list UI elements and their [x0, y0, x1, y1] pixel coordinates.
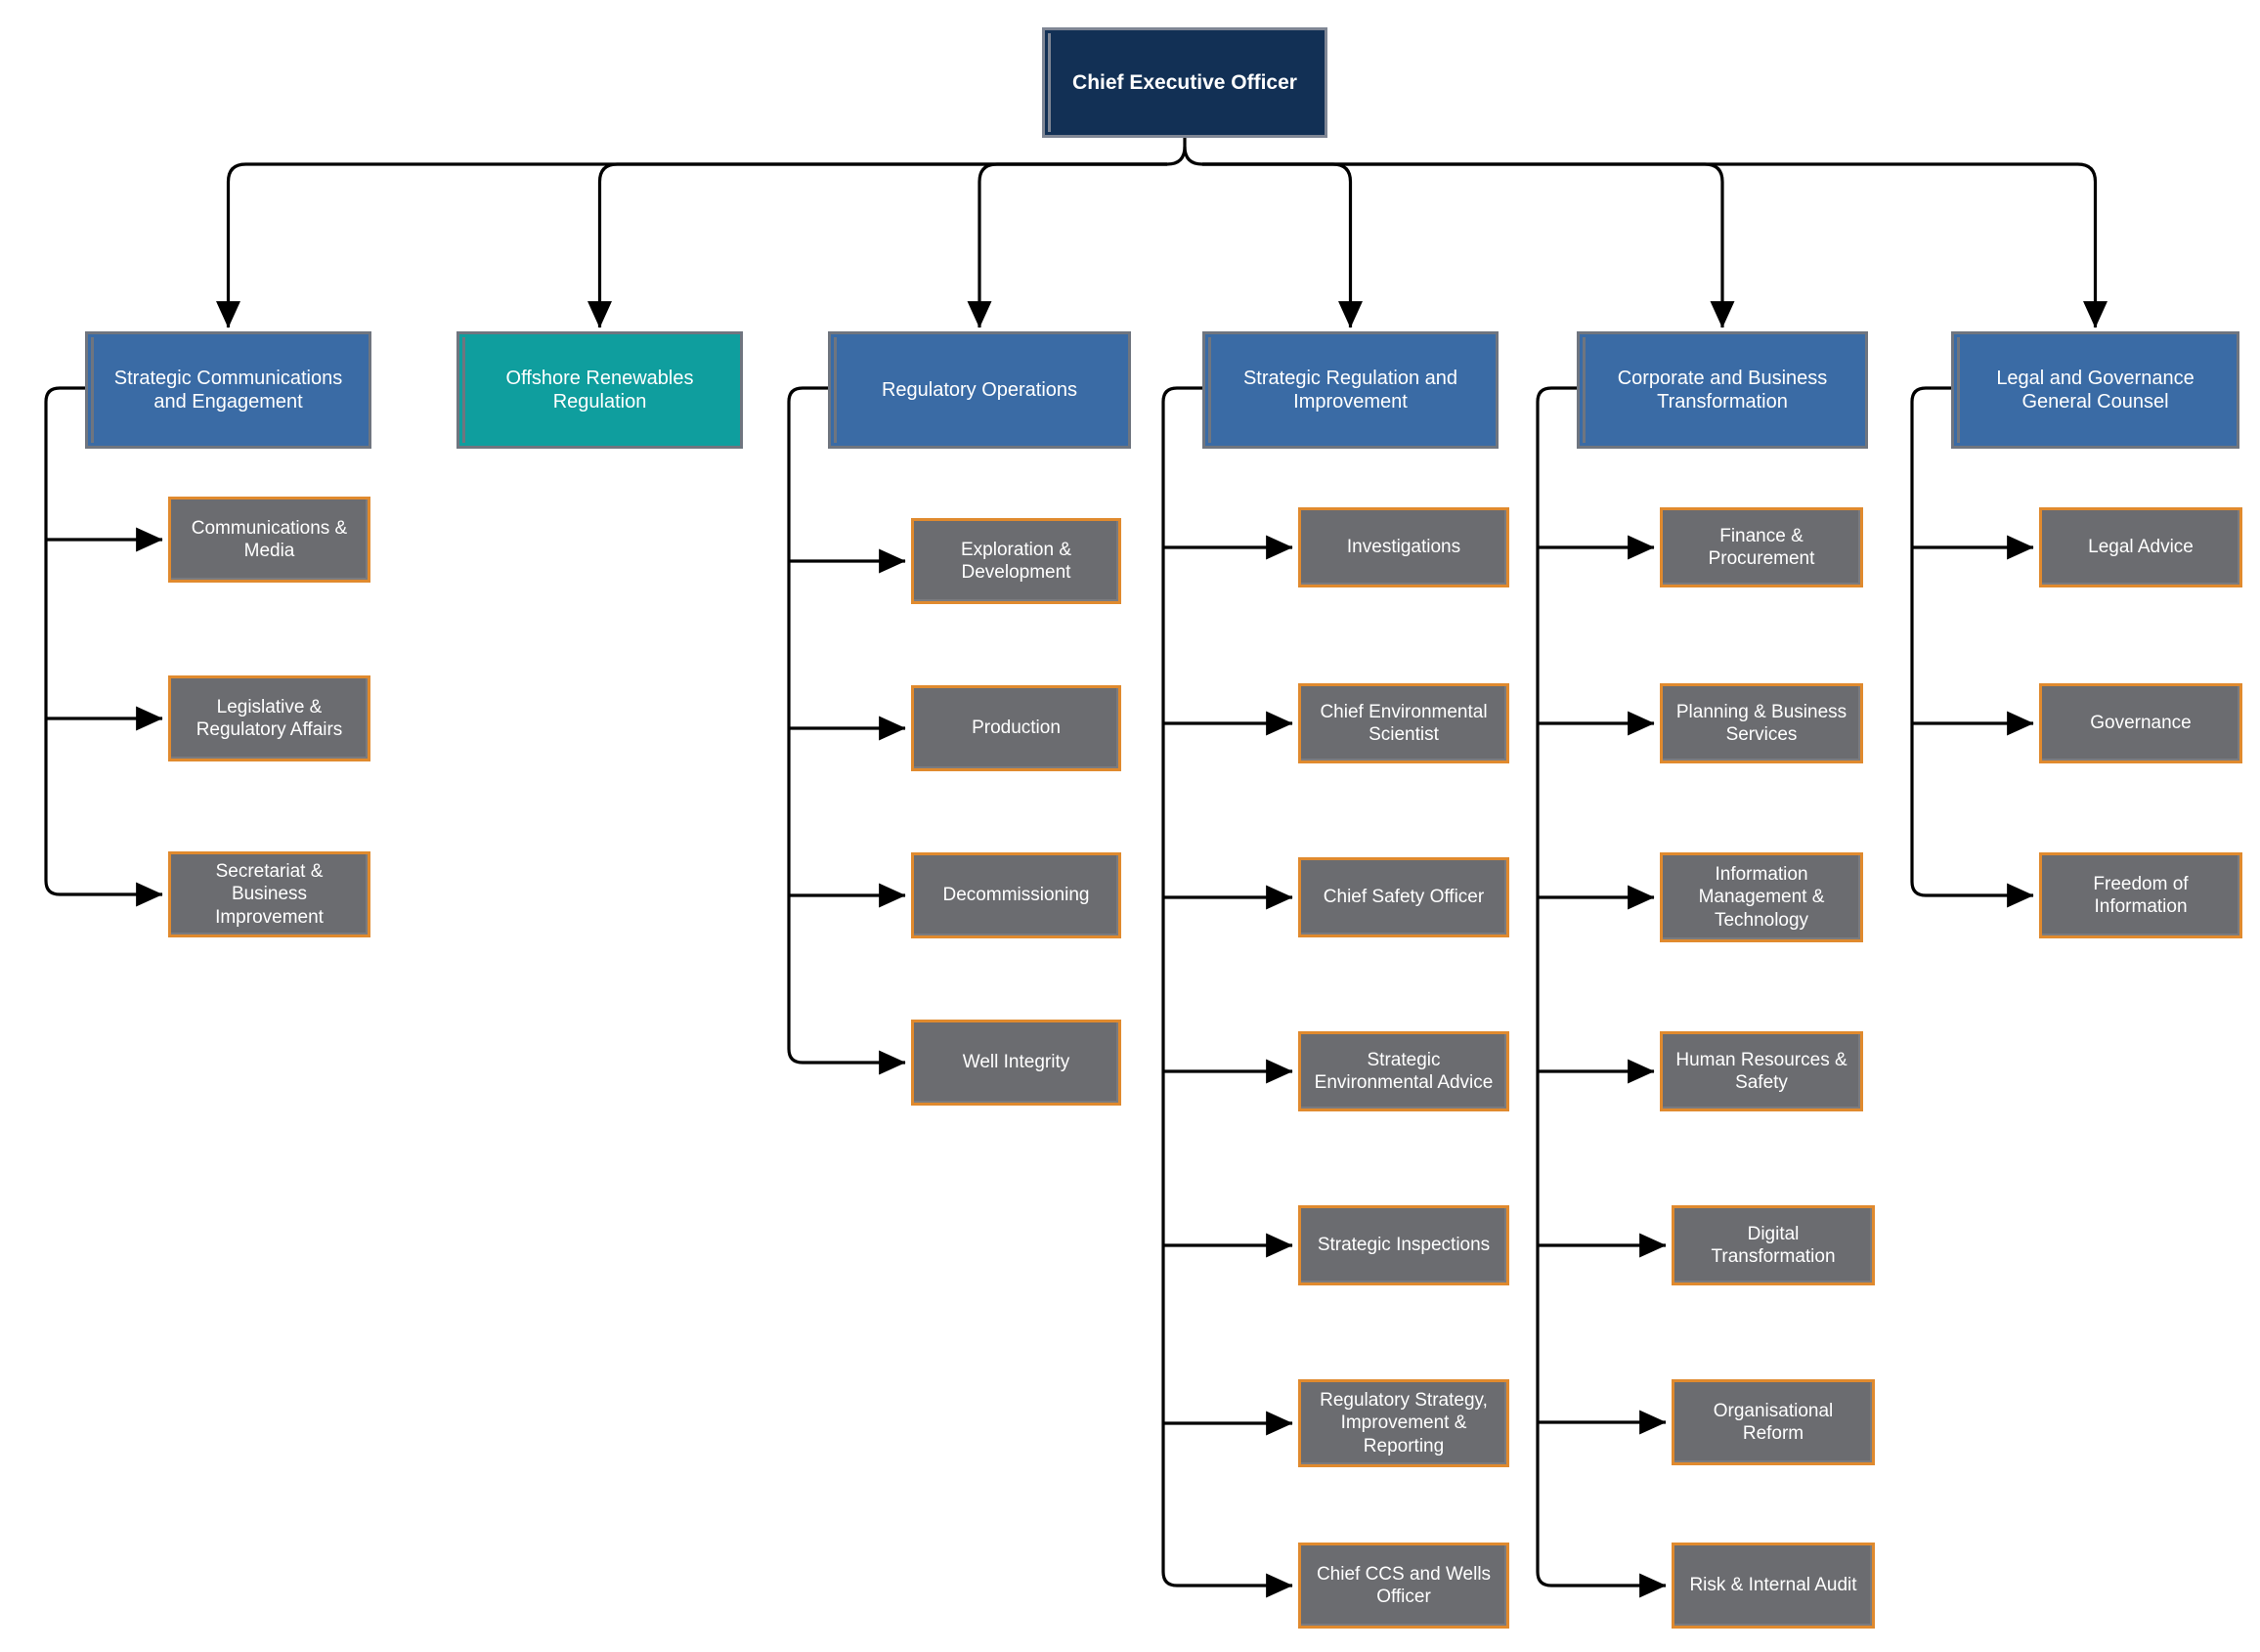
node-governance-label: Governance — [2090, 713, 2192, 734]
node-information-management-and-technology-label: Information Management & Technology — [1698, 864, 1825, 931]
node-chief-executive-officer-label: Chief Executive Officer — [1072, 70, 1297, 94]
node-risk-and-internal-audit[interactable]: Risk & Internal Audit — [1672, 1543, 1875, 1629]
node-chief-ccs-and-wells-officer-label: Chief CCS and Wells Officer — [1316, 1563, 1492, 1607]
node-legislative-and-regulatory-affairs[interactable]: Legislative & Regulatory Affairs — [168, 675, 370, 761]
node-offshore-renewables-regulation-label: Offshore Renewables Regulation — [505, 367, 694, 413]
node-decommissioning[interactable]: Decommissioning — [911, 852, 1121, 938]
node-legal-advice[interactable]: Legal Advice — [2039, 507, 2242, 587]
connector-line — [1161, 386, 1202, 1587]
node-organisational-reform-label: Organisational Reform — [1713, 1400, 1834, 1444]
node-strategic-communications-and-engagement-label: Strategic Communications and Engagement — [113, 367, 343, 413]
node-corporate-and-business-transformation[interactable]: Corporate and Business Transformation — [1577, 331, 1868, 449]
node-corporate-and-business-transformation-label: Corporate and Business Transformation — [1617, 367, 1828, 413]
node-legal-advice-label: Legal Advice — [2088, 537, 2194, 558]
node-risk-and-internal-audit-label: Risk & Internal Audit — [1689, 1575, 1857, 1596]
left-accent-stripe — [834, 337, 845, 443]
node-chief-environmental-scientist[interactable]: Chief Environmental Scientist — [1298, 683, 1509, 763]
node-communications-and-media[interactable]: Communications & Media — [168, 497, 370, 583]
node-governance[interactable]: Governance — [2039, 683, 2242, 763]
node-exploration-and-development[interactable]: Exploration & Development — [911, 518, 1121, 604]
connector-line — [1910, 386, 1951, 897]
node-digital-transformation[interactable]: Digital Transformation — [1672, 1205, 1875, 1285]
connector-line — [1202, 162, 1735, 328]
node-offshore-renewables-regulation[interactable]: Offshore Renewables Regulation — [456, 331, 743, 449]
node-strategic-environmental-advice-label: Strategic Environmental Advice — [1314, 1049, 1494, 1093]
node-chief-environmental-scientist-label: Chief Environmental Scientist — [1320, 701, 1488, 745]
connector-line — [1183, 146, 1203, 166]
node-digital-transformation-label: Digital Transformation — [1711, 1223, 1836, 1267]
node-chief-executive-officer[interactable]: Chief Executive Officer — [1042, 27, 1327, 138]
node-information-management-and-technology[interactable]: Information Management & Technology — [1660, 852, 1863, 942]
node-strategic-environmental-advice[interactable]: Strategic Environmental Advice — [1298, 1031, 1509, 1111]
node-exploration-and-development-label: Exploration & Development — [960, 539, 1071, 583]
node-regulatory-operations[interactable]: Regulatory Operations — [828, 331, 1131, 449]
node-strategic-inspections[interactable]: Strategic Inspections — [1298, 1205, 1509, 1285]
node-finance-and-procurement[interactable]: Finance & Procurement — [1660, 507, 1863, 587]
left-accent-stripe — [1208, 337, 1219, 443]
left-accent-stripe — [462, 337, 473, 443]
connector-line — [1536, 386, 1577, 1587]
node-planning-and-business-services[interactable]: Planning & Business Services — [1660, 683, 1863, 763]
node-investigations-label: Investigations — [1346, 537, 1461, 558]
node-regulatory-strategy-improvement-and-reporting-label: Regulatory Strategy, Improvement & Repor… — [1320, 1390, 1488, 1456]
left-accent-stripe — [1048, 33, 1058, 132]
connector-line — [44, 386, 85, 896]
node-regulatory-strategy-improvement-and-reporting[interactable]: Regulatory Strategy, Improvement & Repor… — [1298, 1379, 1509, 1467]
node-organisational-reform[interactable]: Organisational Reform — [1672, 1379, 1875, 1465]
node-legal-and-governance-general-counsel[interactable]: Legal and Governance General Counsel — [1951, 331, 2239, 449]
node-investigations[interactable]: Investigations — [1298, 507, 1509, 587]
node-strategic-inspections-label: Strategic Inspections — [1317, 1235, 1491, 1256]
connector-line — [967, 162, 1167, 328]
node-well-integrity[interactable]: Well Integrity — [911, 1020, 1121, 1106]
node-secretariat-and-business-improvement[interactable]: Secretariat & Business Improvement — [168, 851, 370, 937]
node-chief-ccs-and-wells-officer[interactable]: Chief CCS and Wells Officer — [1298, 1543, 1509, 1629]
node-production-label: Production — [972, 717, 1061, 739]
node-human-resources-and-safety[interactable]: Human Resources & Safety — [1660, 1031, 1863, 1111]
left-accent-stripe — [1583, 337, 1593, 443]
node-freedom-of-information-label: Freedom of Information — [2093, 873, 2189, 917]
node-decommissioning-label: Decommissioning — [942, 885, 1090, 906]
left-accent-stripe — [1957, 337, 1968, 443]
connector-line — [216, 162, 1167, 328]
node-human-resources-and-safety-label: Human Resources & Safety — [1675, 1049, 1847, 1093]
connector-line — [1202, 162, 2108, 328]
node-communications-and-media-label: Communications & Media — [191, 517, 348, 561]
node-legal-and-governance-general-counsel-label: Legal and Governance General Counsel — [1996, 367, 2195, 413]
node-chief-safety-officer-label: Chief Safety Officer — [1323, 887, 1485, 908]
node-well-integrity-label: Well Integrity — [962, 1052, 1070, 1073]
node-chief-safety-officer[interactable]: Chief Safety Officer — [1298, 857, 1509, 937]
node-legislative-and-regulatory-affairs-label: Legislative & Regulatory Affairs — [196, 696, 343, 740]
connector-line — [787, 386, 828, 1065]
node-planning-and-business-services-label: Planning & Business Services — [1675, 701, 1847, 745]
node-finance-and-procurement-label: Finance & Procurement — [1708, 525, 1815, 569]
node-freedom-of-information[interactable]: Freedom of Information — [2039, 852, 2242, 938]
connector-line — [587, 162, 1167, 328]
node-secretariat-and-business-improvement-label: Secretariat & Business Improvement — [215, 861, 324, 928]
connector-line — [1202, 162, 1363, 328]
node-strategic-regulation-and-improvement[interactable]: Strategic Regulation and Improvement — [1202, 331, 1499, 449]
node-regulatory-operations-label: Regulatory Operations — [881, 378, 1078, 401]
node-strategic-regulation-and-improvement-label: Strategic Regulation and Improvement — [1242, 367, 1458, 413]
node-strategic-communications-and-engagement[interactable]: Strategic Communications and Engagement — [85, 331, 371, 449]
left-accent-stripe — [91, 337, 102, 443]
node-production[interactable]: Production — [911, 685, 1121, 771]
connector-line — [1166, 138, 1187, 166]
